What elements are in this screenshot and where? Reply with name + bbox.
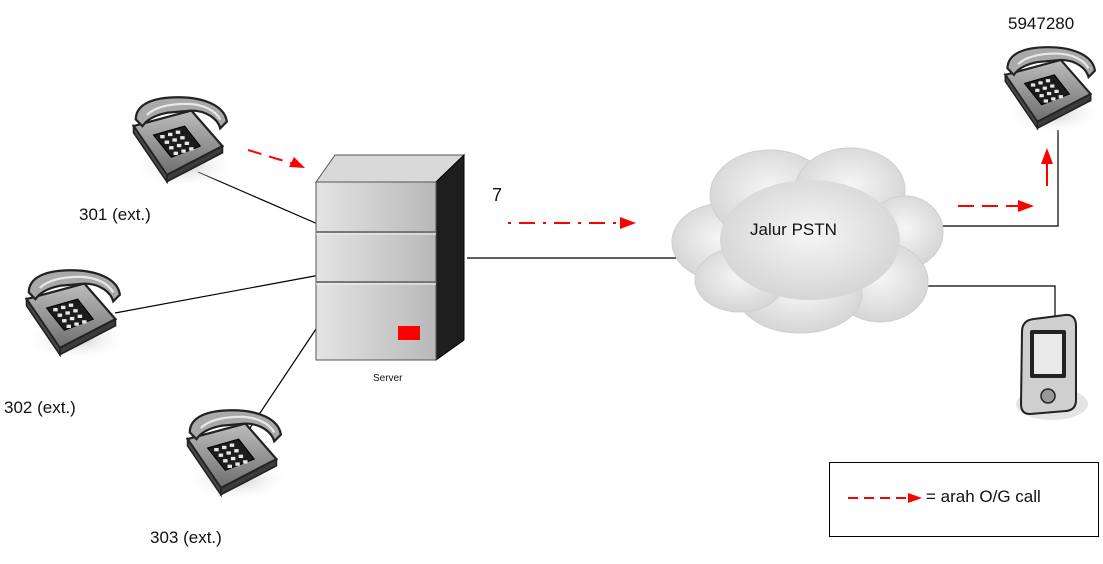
line-302-server xyxy=(114,274,321,314)
external-number-label: 5947280 xyxy=(1008,14,1075,33)
pda-icon xyxy=(1016,313,1088,420)
desk-phone-icon xyxy=(24,269,127,363)
line-pstn-5947280 xyxy=(935,130,1059,227)
ext-302-label: 302 (ext.) xyxy=(4,398,76,417)
desk-phone-icon xyxy=(1003,46,1102,136)
ext-301-label: 301 (ext.) xyxy=(79,205,151,224)
legend-arrow-icon xyxy=(848,493,922,503)
legend: = arah O/G call xyxy=(829,462,1099,537)
server-icon xyxy=(315,153,466,361)
server-label: Server xyxy=(373,373,403,384)
arrow-icon xyxy=(1041,148,1053,186)
arrow-icon xyxy=(958,200,1034,212)
pstn-label: Jalur PSTN xyxy=(750,220,837,239)
legend-label: = arah O/G call xyxy=(926,487,1041,506)
desk-phone-icon xyxy=(185,409,288,503)
arrow-icon xyxy=(247,149,305,168)
desk-phone-icon xyxy=(131,96,234,190)
ext-303-label: 303 (ext.) xyxy=(150,528,222,547)
cloud-icon xyxy=(671,147,944,334)
line-pstn-pda xyxy=(918,285,1056,320)
arrow-icon xyxy=(508,217,636,229)
dial-digit-label: 7 xyxy=(492,185,503,205)
server-led xyxy=(398,326,420,340)
